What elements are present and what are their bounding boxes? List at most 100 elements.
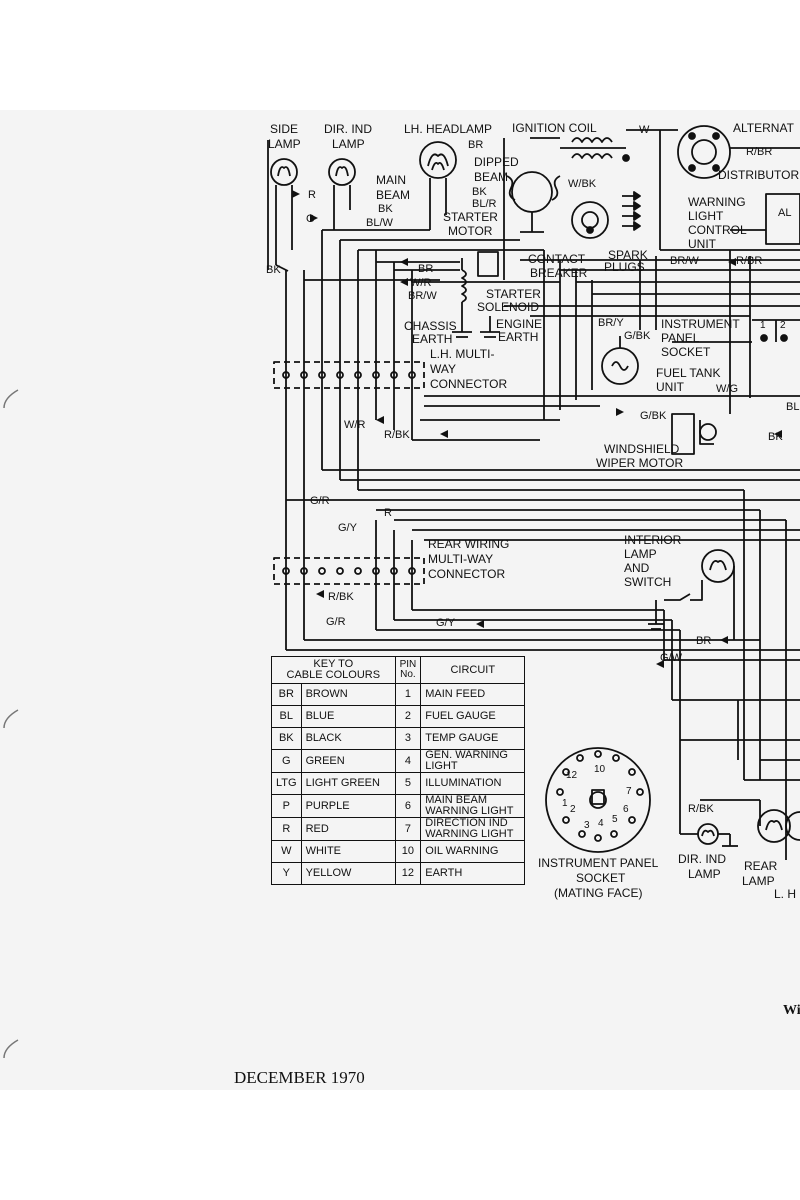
wire-code-br-interior: BR xyxy=(696,635,711,647)
wire-code-g-w: G/W xyxy=(660,652,683,664)
rear-lamp-symbol xyxy=(757,809,800,843)
socket-pin-4: 4 xyxy=(598,818,604,829)
socket-pin-5: 5 xyxy=(612,814,618,825)
binder-hole xyxy=(3,709,19,729)
al-label: AL xyxy=(778,207,791,219)
key-table-row: BR BROWN 1 MAIN FEED xyxy=(271,683,526,706)
key-header-circuit: CIRCUIT xyxy=(420,656,526,684)
key-header-pin-line2: No. xyxy=(400,669,416,680)
wire-code-w-g: W/G xyxy=(716,383,738,395)
distributor-label: DISTRIBUTOR xyxy=(718,168,799,182)
wire-code-br-w-top: BR/W xyxy=(670,255,699,267)
rear-lamp-label-2: LAMP xyxy=(742,874,775,888)
key-table-row: BL BLUE 2 FUEL GAUGE xyxy=(271,705,526,728)
wire-code-g: G xyxy=(306,213,315,225)
key-table-header: KEY TO CABLE COLOURS PIN No. CIRCUIT xyxy=(271,656,526,684)
interior-lamp-label-1: INTERIOR xyxy=(624,533,682,547)
interior-lamp-label-3: AND xyxy=(624,561,650,575)
key-circuit: OIL WARNING xyxy=(420,840,526,863)
socket-pin-7: 7 xyxy=(626,786,632,797)
instrument-panel-label-1: INSTRUMENT xyxy=(661,317,740,331)
interior-lamp-label-2: LAMP xyxy=(624,547,657,561)
rear-connector-label-3: CONNECTOR xyxy=(428,567,505,581)
wire-code-bk-wiper: BK xyxy=(768,431,783,443)
wire-code-w-r-lh: W/R xyxy=(410,277,431,289)
contact-breaker-label-2: BREAKER xyxy=(530,266,588,280)
wire-code-r-bk: R/BK xyxy=(384,429,410,441)
earth-symbols xyxy=(452,316,500,338)
wire-code-br-headlamp: BR xyxy=(468,139,483,151)
wire-code-r-rear: R xyxy=(384,507,392,519)
key-code: Y xyxy=(271,862,302,885)
key-table-row: Y YELLOW 12 EARTH xyxy=(271,862,526,885)
main-beam-label-1: MAIN xyxy=(376,173,406,187)
key-header-colours: KEY TO CABLE COLOURS xyxy=(271,656,396,684)
wire-code-w-bk: W/BK xyxy=(568,178,597,190)
key-colour: YELLOW xyxy=(300,862,396,885)
engine-earth-label-1: ENGINE xyxy=(496,317,542,331)
wire-code-r-bk-rear: R/BK xyxy=(328,591,354,603)
wire-code-g-bk-2: G/BK xyxy=(640,410,667,422)
front-dir-ind-lamp-symbol xyxy=(328,158,356,230)
windshield-wiper-motor-symbol xyxy=(671,413,717,455)
wire-code-bl-w: BL/W xyxy=(366,217,394,229)
key-pin: 1 xyxy=(394,683,422,706)
side-lamp-label-1: SIDE xyxy=(270,122,298,136)
socket-pin-10: 10 xyxy=(594,764,606,775)
vertical-wires xyxy=(267,140,787,860)
spark-plugs-label-1: SPARK xyxy=(608,248,648,262)
wire-arrows xyxy=(292,190,782,668)
interior-lamp-symbol xyxy=(648,549,735,640)
socket-pin-12: 12 xyxy=(566,770,578,781)
instrument-panel-label-2: PANEL xyxy=(661,331,700,345)
starter-solenoid-label-1: STARTER xyxy=(486,287,541,301)
wire-code-g-r: G/R xyxy=(310,495,330,507)
key-circuit: DIRECTION IND WARNING LIGHT xyxy=(420,817,526,841)
panel-pin-1: 1 xyxy=(760,320,766,331)
key-colour: BLACK xyxy=(300,727,396,750)
page-margin xyxy=(0,1090,800,1200)
dipped-beam-label-1: DIPPED xyxy=(474,155,519,169)
key-header-pin-line1: PIN xyxy=(399,659,417,670)
key-table-row: G GREEN 4 GEN. WARNING LIGHT xyxy=(271,749,526,773)
starter-motor-label-1: STARTER xyxy=(443,210,498,224)
key-colour: BROWN xyxy=(300,683,396,706)
key-table-row: R RED 7 DIRECTION IND WARNING LIGHT xyxy=(271,817,526,841)
starter-motor-symbol xyxy=(506,171,561,233)
wire-code-g-y: G/Y xyxy=(338,522,358,534)
socket-pin-2: 2 xyxy=(570,804,576,815)
wire-code-labels: R G BL/W BK BK BR BK BL/R W R/BR W/BK BR… xyxy=(266,124,799,815)
key-header-colours-line2: CABLE COLOURS xyxy=(286,669,381,681)
key-colour: WHITE xyxy=(300,840,396,863)
wire-code-bl-r: BL/R xyxy=(472,198,497,210)
wire-code-w-r: W/R xyxy=(344,419,365,431)
lh-headlamp-label: LH. HEADLAMP xyxy=(404,122,492,136)
wire-code-bk-headlamp: BK xyxy=(472,186,487,198)
key-circuit: TEMP GAUGE xyxy=(420,727,526,750)
key-pin: 2 xyxy=(394,705,422,728)
key-code: BR xyxy=(271,683,302,706)
key-code: P xyxy=(271,794,302,818)
key-header-colours-line1: KEY TO xyxy=(313,658,354,670)
key-table-row: W WHITE 10 OIL WARNING xyxy=(271,840,526,863)
starter-solenoid-symbol xyxy=(461,251,499,316)
distributor-symbol xyxy=(677,125,731,179)
socket-face-label-2: SOCKET xyxy=(576,871,626,885)
key-code: G xyxy=(271,749,302,773)
instrument-panel-label-3: SOCKET xyxy=(661,345,711,359)
fuel-tank-unit-symbol xyxy=(601,336,639,385)
key-circuit: EARTH xyxy=(420,862,526,885)
component-labels: SIDE LAMP DIR. IND LAMP LH. HEADLAMP IGN… xyxy=(268,121,799,901)
binder-hole xyxy=(3,389,19,409)
socket-mating-face-symbol xyxy=(545,747,651,853)
wire-code-g-r-rear: G/R xyxy=(326,616,346,628)
side-lamp-label-2: LAMP xyxy=(268,137,301,151)
rear-connector-label-2: MULTI-WAY xyxy=(428,552,493,566)
contact-breaker-symbol xyxy=(571,201,609,239)
wire-code-bk: BK xyxy=(378,203,393,215)
key-colour: PURPLE xyxy=(300,794,396,818)
ignition-coil-symbol xyxy=(560,137,630,162)
key-code: BL xyxy=(271,705,302,728)
key-pin: 4 xyxy=(394,749,422,773)
